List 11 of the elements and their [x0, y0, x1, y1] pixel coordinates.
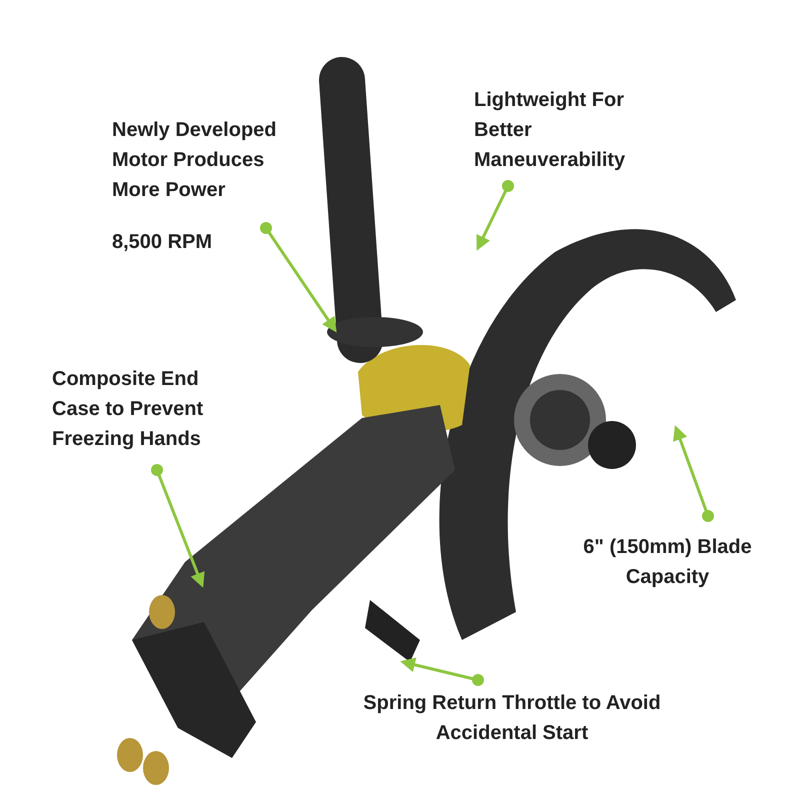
callout-text: 6" (150mm) Blade Capacity [582, 535, 753, 590]
leader-line [476, 180, 514, 251]
leader-line [260, 222, 337, 332]
callout-text: Lightweight For Better Maneuverability [474, 88, 626, 173]
rpm-rating: 8,500 RPM [112, 230, 214, 255]
callout-text: Composite End Case to Prevent Freezing Hands [52, 367, 204, 452]
leader-line [400, 658, 484, 686]
leader-line [673, 425, 714, 522]
callout-text: Spring Return Throttle to Avoid Accidental Start [362, 691, 662, 746]
callout-text: Newly Developed Motor Produces More Power [112, 118, 278, 203]
leader-line [151, 464, 205, 588]
